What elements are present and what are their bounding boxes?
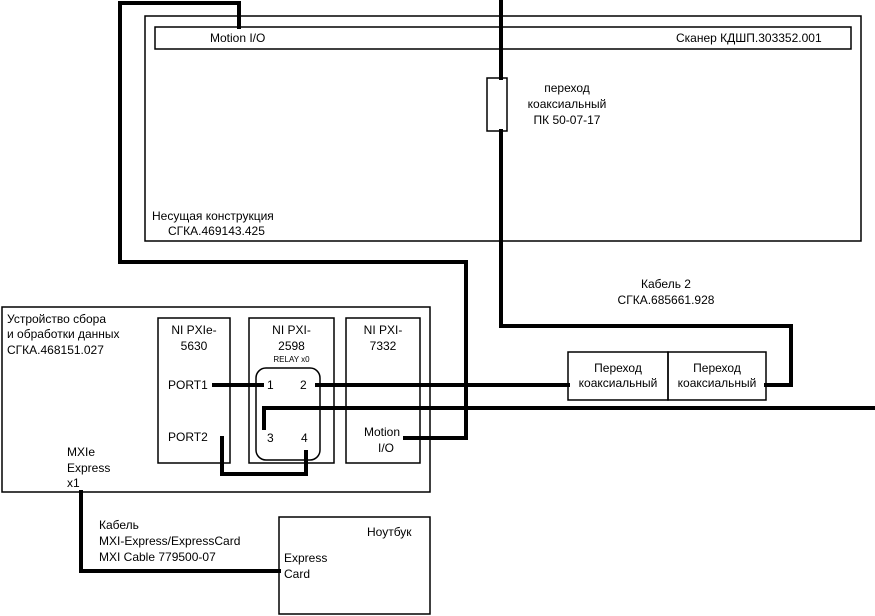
relay-terminal-2: 2 [300, 378, 307, 392]
adapter-top-label-3: ПК 50-07-17 [533, 113, 601, 127]
cable-mxi-label-1: Кабель [99, 518, 139, 532]
cable-mxi-label-3: MXI Cable 779500-07 [99, 550, 216, 564]
device-label-1: Устройство сбора [7, 312, 107, 326]
adapter2-box [667, 351, 767, 401]
adapter-top-label-1: переход [544, 81, 590, 95]
cable2-label-2: СГКА.685661.928 [617, 293, 715, 307]
adapter1-label-1: Переход [594, 361, 642, 375]
cable-motion-io [118, 1, 468, 440]
expresscard-label-1: Express [284, 551, 328, 565]
pxi2598-box [248, 317, 335, 464]
adapter1-label-2: коаксиальный [578, 376, 658, 390]
cable-relay3-out [262, 406, 875, 430]
scanner-motion-io-label: Motion I/O [210, 31, 266, 45]
mxie-label-2: Express [67, 461, 111, 475]
pxie5630-box [157, 317, 231, 464]
adapter2-label-2: коаксиальный [677, 376, 757, 390]
adapter-top-box [486, 77, 508, 132]
device-label-3: СГКА.468151.027 [7, 343, 104, 357]
device-label-2: и обработки данных [7, 327, 120, 341]
mxie-label-3: x1 [67, 476, 80, 490]
pxi7332-motion-label-1: Motion [364, 425, 401, 439]
pxi7332-name-1: NI PXI- [363, 323, 403, 337]
mxie-label-1: MXIe [67, 445, 96, 459]
relay-terminal-3: 3 [267, 431, 274, 445]
pxi2598-name-2: 2598 [278, 339, 305, 353]
pxi7332-name-2: 7332 [369, 339, 397, 353]
frame-label-2: СГКА.469143.425 [168, 224, 265, 238]
cable-mxi [79, 490, 281, 573]
pxi7332-motion-label-2: I/O [378, 441, 395, 455]
port2-label: PORT2 [168, 430, 208, 444]
pxi2598-name-1: NI PXI- [272, 323, 311, 337]
relay-label: RELAY x0 [273, 355, 310, 364]
relay-terminal-4: 4 [301, 431, 308, 445]
cable-2 [499, 129, 793, 387]
laptop-box [278, 516, 431, 615]
port1-label: PORT1 [168, 378, 208, 392]
pxie5630-name-2: 5630 [180, 339, 208, 353]
relay-terminal-1: 1 [267, 378, 274, 392]
pxi7332-box [345, 317, 421, 464]
scanner-name-label: Сканер КДШП.303352.001 [676, 31, 822, 45]
adapter-top-label-2: коаксиальный [527, 97, 607, 111]
device-box [1, 306, 431, 493]
frame-label-1: Несущая конструкция [152, 209, 274, 223]
cable-port2-relay4 [220, 436, 308, 476]
cable-mxi-label-2: MXI-Express/ExpressCard [99, 534, 241, 548]
cable2-label-1: Кабель 2 [641, 277, 691, 291]
pxie5630-name-1: NI PXIe- [171, 323, 217, 337]
relay-box [255, 367, 321, 461]
adapter2-label-1: Переход [693, 361, 741, 375]
laptop-label: Ноутбук [367, 525, 412, 539]
expresscard-label-2: Card [284, 567, 311, 581]
